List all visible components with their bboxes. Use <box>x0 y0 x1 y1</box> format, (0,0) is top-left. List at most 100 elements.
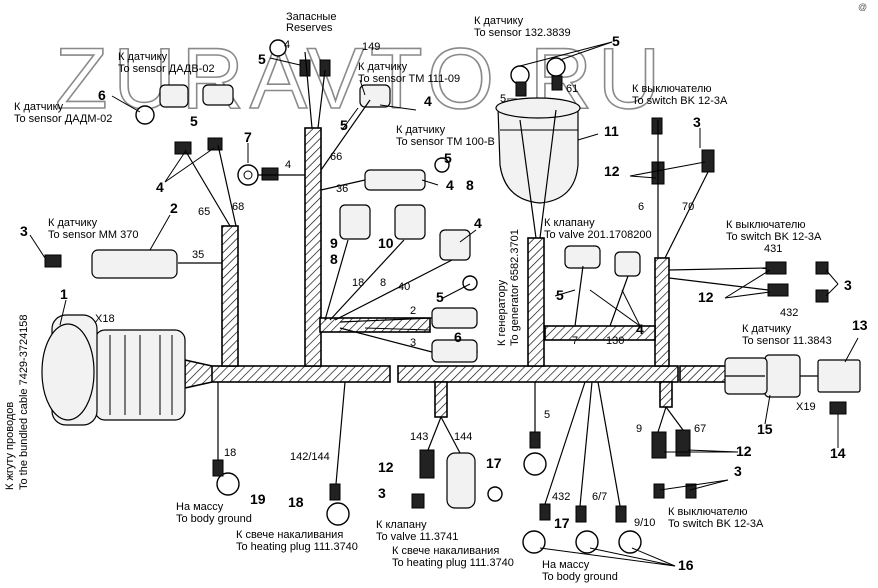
callout-4-right: 4 <box>636 321 644 337</box>
callout-5-tm111: 5 <box>340 117 348 133</box>
callout-3-valve: 3 <box>378 485 386 501</box>
plug-left-ru: К свече накаливания <box>236 529 343 541</box>
wire-5-bottom: 5 <box>544 409 550 421</box>
wire-numbers: 4 149 5 61 4 66 36 65 68 35 18 8 40 2 3 … <box>192 39 798 529</box>
ring-terminals <box>135 39 642 554</box>
wire-144: 144 <box>454 431 472 443</box>
generator-ru: К генератору <box>496 279 508 346</box>
trunk-main-left <box>209 365 391 383</box>
valve201-en: To valve 201.1708200 <box>544 229 652 241</box>
sensor11-ru: К датчику <box>742 323 792 335</box>
ground-left-ru: На массу <box>176 501 224 513</box>
trunk-main-right <box>397 365 679 383</box>
wire-5-top: 5 <box>500 93 506 105</box>
connector-x18 <box>41 314 186 426</box>
callout-9: 9 <box>330 235 338 251</box>
ground-left-en: To body ground <box>176 513 252 525</box>
valve11-en: To valve 11.3741 <box>376 531 458 543</box>
wire-61: 61 <box>566 83 578 95</box>
x18-label: X18 <box>95 313 115 325</box>
wire-9: 9 <box>636 423 642 435</box>
wire-9-10: 9/10 <box>634 517 655 529</box>
callout-5-reserves: 5 <box>258 51 266 67</box>
connector-bodies <box>91 84 861 509</box>
wire-6-7: 6/7 <box>592 491 607 503</box>
callout-8-top: 8 <box>466 177 474 193</box>
wire-7: 7 <box>572 335 578 347</box>
callout-4-center: 4 <box>474 215 482 231</box>
leaders <box>29 41 859 567</box>
switch-mid-en: To switch BK 12-3A <box>726 231 822 243</box>
wire-4-left: 4 <box>285 159 291 171</box>
branch-right-riser <box>527 237 545 367</box>
callout-16: 16 <box>678 557 694 573</box>
sensor-dadm-ru: К датчику <box>14 101 64 113</box>
sensor-mm370-en: To sensor MM 370 <box>48 229 138 241</box>
ground-bot-en: To body ground <box>542 571 618 583</box>
switch-bot-en: To switch BK 12-3A <box>668 518 764 530</box>
sensor-tm100-ru: К датчику <box>396 124 446 136</box>
callout-11: 11 <box>604 123 619 139</box>
labels: Запасные Reserves К датчику To sensor 13… <box>14 11 832 583</box>
terminal-sleeves <box>44 59 847 523</box>
callout-17-bottom: 17 <box>554 515 570 531</box>
callout-5-center: 5 <box>436 289 444 305</box>
wire-6: 6 <box>638 201 644 213</box>
wire-4-reserves: 4 <box>284 39 290 51</box>
wire-65: 65 <box>198 206 210 218</box>
callout-8-left: 8 <box>330 251 338 267</box>
wire-67: 67 <box>694 423 706 435</box>
callout-4-left: 4 <box>156 179 164 195</box>
harness <box>184 127 766 418</box>
callout-18: 18 <box>288 494 304 510</box>
callout-2: 2 <box>170 200 178 216</box>
callout-12-bot: 12 <box>736 443 752 459</box>
trunk-flare <box>184 359 213 389</box>
callout-15: 15 <box>757 421 773 437</box>
generator-housing <box>495 97 581 204</box>
wire-18-center: 18 <box>352 277 364 289</box>
wire-70: 70 <box>682 201 694 213</box>
wire-2: 2 <box>410 305 416 317</box>
switch-bot-ru: К выключателю <box>668 506 748 518</box>
wire-143: 143 <box>410 431 428 443</box>
sensor-dadv-en: To sensor ДАДВ-02 <box>118 63 215 75</box>
callout-5-right: 5 <box>556 287 564 303</box>
callout-14: 14 <box>830 445 846 461</box>
wire-40: 40 <box>398 281 410 293</box>
wire-149: 149 <box>362 41 380 53</box>
callout-4-tm100: 4 <box>446 177 454 193</box>
wire-142-144: 142/144 <box>290 451 330 463</box>
callout-4-tm111: 4 <box>424 93 432 109</box>
plug-left-en: To heating plug 111.3740 <box>236 541 358 553</box>
branch-center-riser <box>304 127 322 367</box>
wire-431: 431 <box>764 243 782 255</box>
wire-130: 130 <box>606 335 624 347</box>
callout-1: 1 <box>60 286 68 302</box>
sensor132-ru: К датчику <box>474 15 524 27</box>
sensor-mm370-ru: К датчику <box>48 217 98 229</box>
corner-mark: @ <box>858 2 867 12</box>
wire-8: 8 <box>380 277 386 289</box>
ground-bot-ru: На массу <box>542 559 590 571</box>
callout-5-dadv: 5 <box>190 113 198 129</box>
bundled-ru: К жгуту проводов <box>4 402 16 490</box>
sensor-dadm-en: To sensor ДАДМ-02 <box>14 113 112 125</box>
switch-top-ru: К выключателю <box>632 83 712 95</box>
sensor132-en: To sensor 132.3839 <box>474 27 571 39</box>
callout-7: 7 <box>244 129 252 145</box>
plug-mid-ru: К свече накаливания <box>392 545 499 557</box>
wire-432-right: 432 <box>780 307 798 319</box>
callout-5-sensor132: 5 <box>612 33 620 49</box>
switch-mid-ru: К выключателю <box>726 219 806 231</box>
callout-3-mm370: 3 <box>20 223 28 239</box>
branch-right-shelf <box>544 325 656 341</box>
wire-68: 68 <box>232 201 244 213</box>
wire-3: 3 <box>410 337 416 349</box>
sensor-tm111-en: To sensor TM 111-09 <box>358 73 460 85</box>
switch-top-en: To switch BK 12-3A <box>632 95 728 107</box>
wire-35: 35 <box>192 249 204 261</box>
callout-3-switch-bot: 3 <box>734 463 742 479</box>
